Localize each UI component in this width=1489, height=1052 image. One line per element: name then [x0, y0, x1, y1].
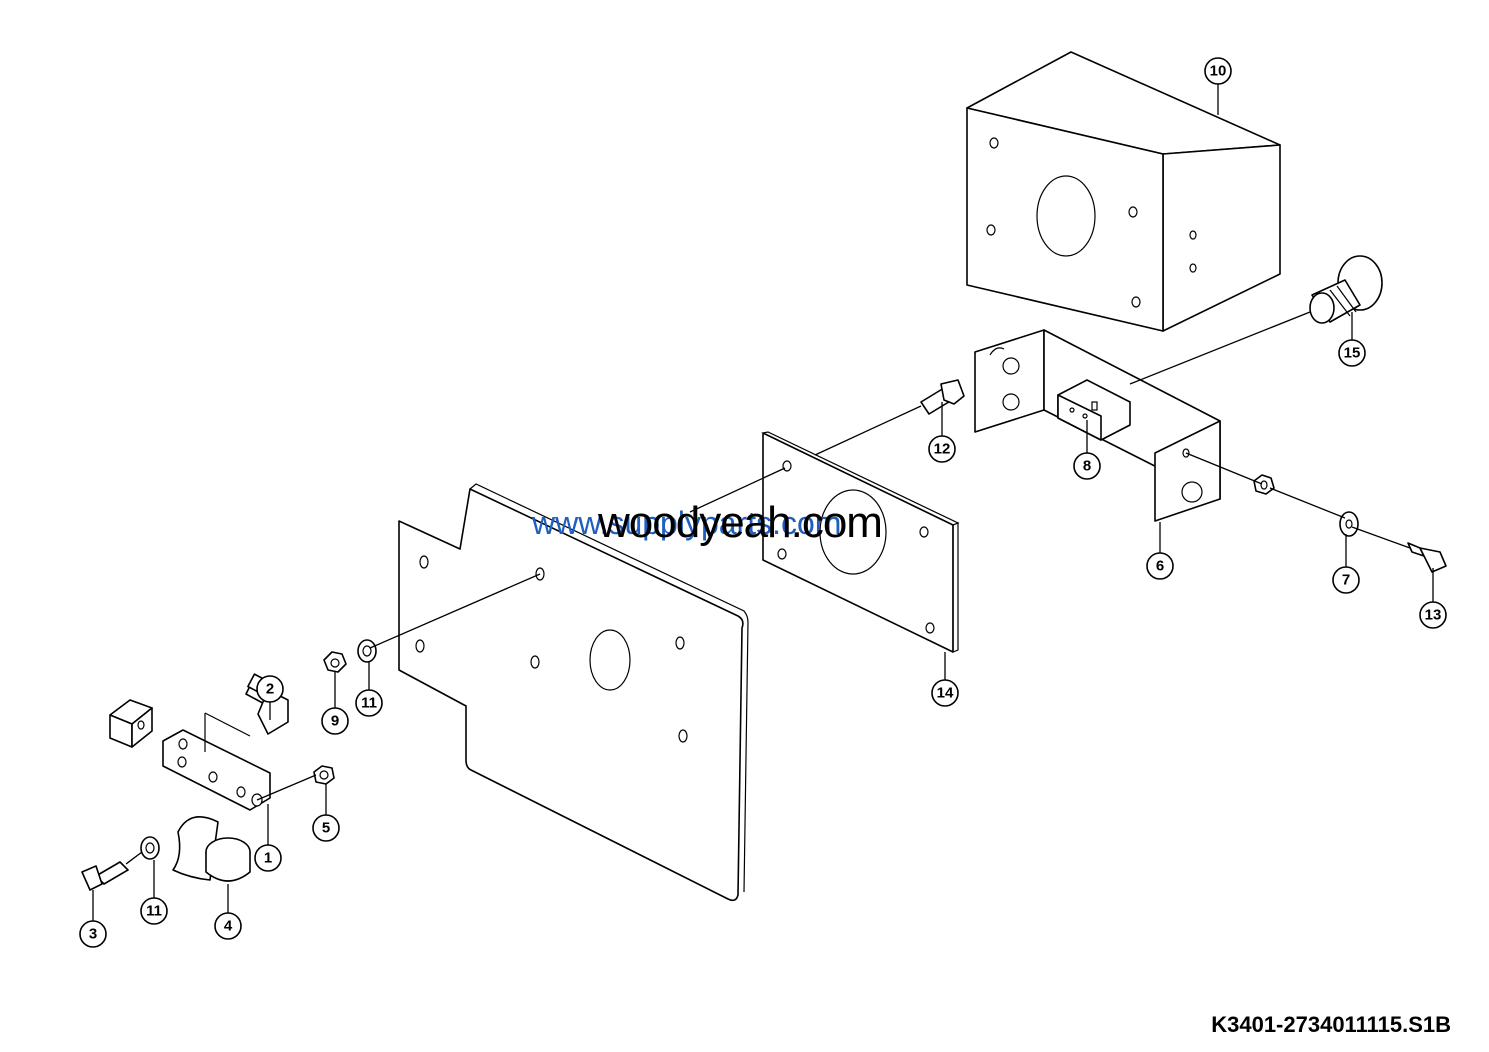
svg-text:6: 6: [1156, 558, 1164, 575]
bolt-3: [81, 861, 129, 891]
switch: [1057, 379, 1131, 441]
callout-13: 13: [1419, 601, 1447, 629]
watermark-secondary: www.supplyparts.com: [532, 505, 842, 541]
svg-text:14: 14: [937, 685, 954, 702]
callout-2: 2: [256, 675, 284, 703]
callout-leaders: [92, 84, 1434, 921]
plate-14: [761, 431, 960, 653]
main-plate: [398, 483, 749, 902]
clamp: [172, 816, 251, 882]
svg-text:5: 5: [322, 820, 330, 837]
washer-7: [1339, 511, 1359, 537]
svg-text:1: 1: [264, 850, 272, 867]
cube-nut: [109, 699, 153, 748]
callout-11-upper: 11: [355, 689, 383, 717]
callout-9: 9: [321, 707, 349, 735]
svg-text:7: 7: [1342, 572, 1350, 589]
nut-9: [323, 651, 347, 673]
callout-4: 4: [214, 912, 242, 940]
washer-11-upper: [357, 639, 377, 663]
svg-text:11: 11: [361, 695, 377, 712]
callout-8: 8: [1073, 452, 1101, 480]
callout-1: 1: [254, 844, 282, 872]
callout-5: 5: [312, 814, 340, 842]
nut-5: [313, 765, 335, 785]
callout-7: 7: [1332, 566, 1360, 594]
svg-text:9: 9: [331, 713, 339, 730]
svg-text:13: 13: [1425, 607, 1442, 624]
washer-11-lower: [140, 836, 160, 860]
callout-15: 15: [1338, 339, 1366, 367]
svg-text:2: 2: [266, 681, 274, 698]
svg-text:4: 4: [224, 918, 233, 935]
nut-right: [1253, 474, 1275, 495]
strap-bracket: [162, 712, 271, 811]
drawing-code: K3401-2734011115.S1B: [1211, 1012, 1451, 1037]
connector: [1309, 255, 1383, 324]
svg-text:3: 3: [89, 926, 97, 943]
callout-14: 14: [931, 679, 959, 707]
svg-text:15: 15: [1344, 345, 1361, 362]
bolt-12: [920, 379, 965, 415]
callout-11-lower: 11: [140, 897, 168, 925]
svg-text:8: 8: [1083, 458, 1091, 475]
bolt-13: [1407, 542, 1447, 573]
svg-text:10: 10: [1210, 63, 1227, 80]
callout-3: 3: [79, 920, 107, 948]
callout-10: 10: [1204, 57, 1232, 85]
watermark-primary: woodyeah.com: [598, 498, 883, 547]
svg-text:11: 11: [146, 903, 162, 920]
svg-text:12: 12: [934, 441, 951, 458]
callout-12: 12: [928, 435, 956, 463]
assembly-lines: [125, 311, 1411, 865]
bracket: [974, 329, 1221, 522]
callout-6: 6: [1146, 552, 1174, 580]
housing-box: [966, 51, 1281, 332]
